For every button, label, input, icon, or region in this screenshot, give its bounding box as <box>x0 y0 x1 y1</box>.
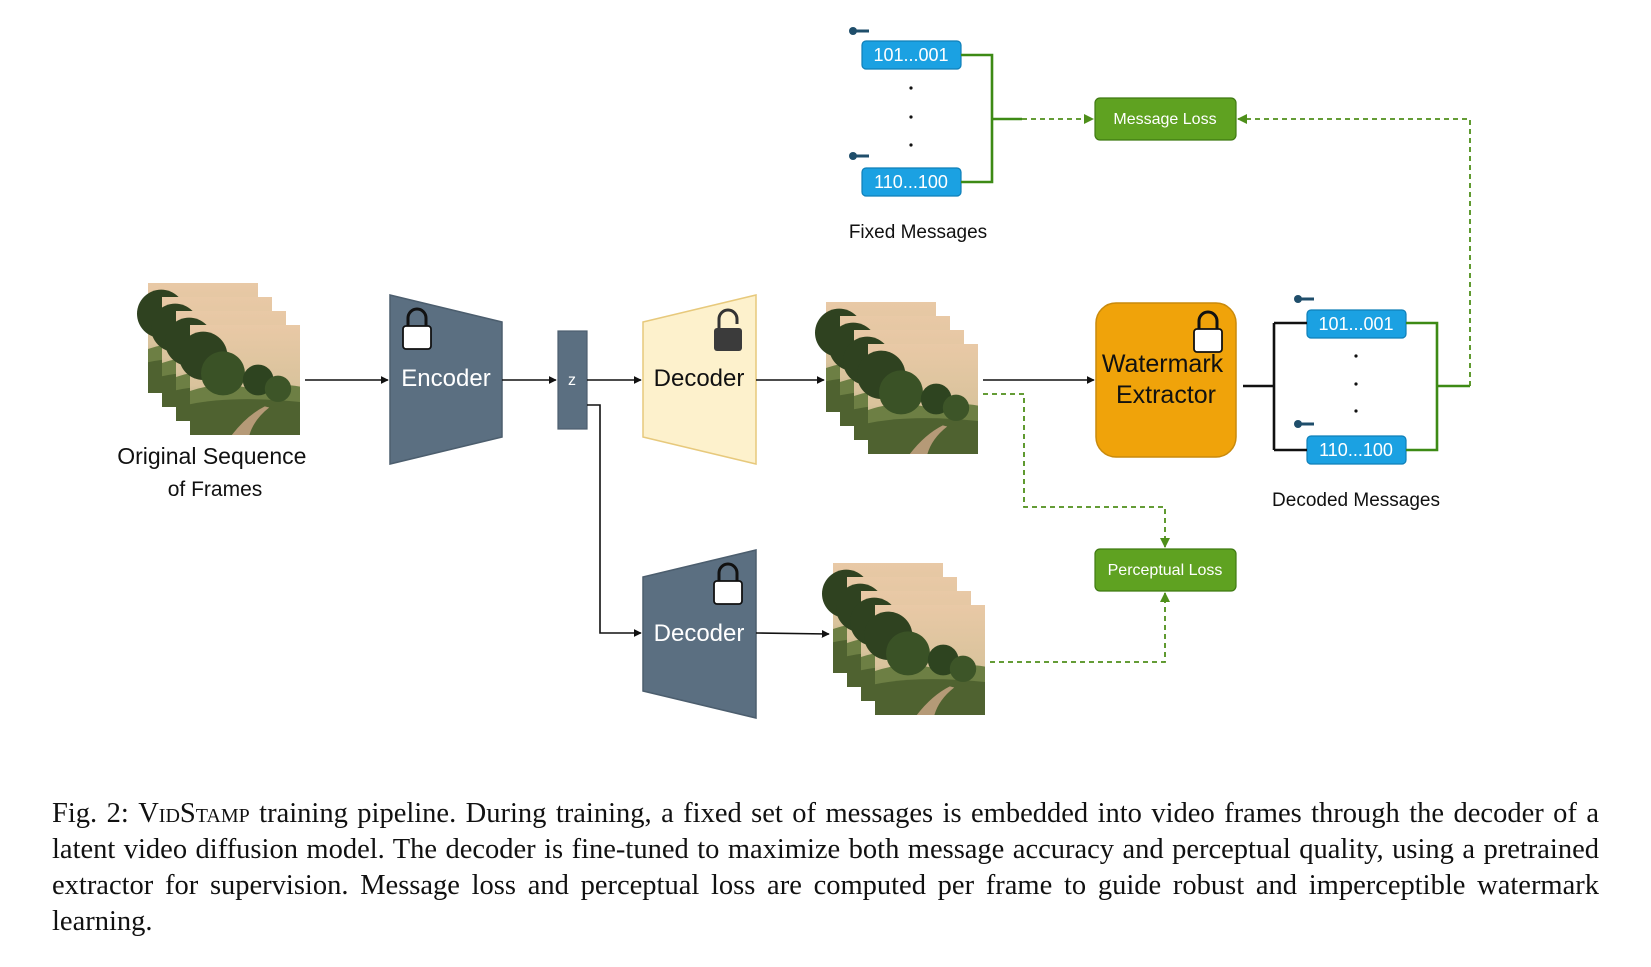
watermark-extractor-label: Watermark Extractor <box>1102 350 1230 409</box>
trainable-decoder-label: Decoder <box>654 365 745 392</box>
ellipsis-dot <box>909 115 913 119</box>
ellipsis-dot <box>1354 354 1358 358</box>
perceptual-loss-block <box>1094 548 1237 592</box>
fixed-messages-bracket <box>961 53 1022 184</box>
lock-icon <box>402 307 432 350</box>
key-icon <box>849 152 869 160</box>
caption-text: training pipeline. During training, a fi… <box>52 798 1599 937</box>
figure-caption: Fig. 2: VidStamp training pipeline. Duri… <box>52 796 1599 940</box>
pipeline-diagram: Original Sequence of Frames Encoder z De… <box>117 27 1471 719</box>
input-frames-stack <box>137 283 300 435</box>
encoder-label: Encoder <box>401 365 490 392</box>
caption-prefix: Fig. 2: <box>52 798 139 829</box>
flow-arrows <box>305 376 1095 638</box>
watermark-extractor-block <box>1095 302 1237 458</box>
decoded-message-text: 110...100 <box>1319 440 1393 460</box>
message-loss-block <box>1094 97 1237 141</box>
caption-name: VidStamp <box>138 798 250 829</box>
extractor-output-bracket <box>1243 321 1307 452</box>
ellipsis-dot <box>1354 382 1358 386</box>
key-icon <box>1294 420 1314 428</box>
decoded-messages-label: Decoded Messages <box>1272 490 1440 511</box>
fixed-message-text: 110...100 <box>874 172 948 192</box>
message-loss-label: Message Loss <box>1113 111 1216 128</box>
decoded-messages-bracket <box>1406 321 1470 452</box>
unlocked-lock-icon <box>714 308 742 351</box>
latent-z-label: z <box>568 372 576 389</box>
lock-icon <box>713 562 743 605</box>
input-label: Original Sequence of Frames <box>117 443 313 501</box>
frozen-decoder-label: Decoder <box>654 620 745 647</box>
reference-frames-stack <box>822 563 985 715</box>
ellipsis-dot <box>1354 409 1358 413</box>
perceptual-loss-label: Perceptual Loss <box>1108 562 1223 579</box>
decoded-message-text: 101...001 <box>1318 314 1393 334</box>
fixed-messages-label: Fixed Messages <box>849 222 987 243</box>
ellipsis-dot <box>909 143 913 147</box>
key-icon <box>1294 295 1314 303</box>
ellipsis-dot <box>909 86 913 90</box>
watermarked-frames-stack <box>815 302 978 454</box>
key-icon <box>849 27 869 35</box>
loss-arrows <box>983 114 1471 663</box>
fixed-message-text: 101...001 <box>873 45 948 65</box>
lock-icon <box>1193 310 1223 353</box>
